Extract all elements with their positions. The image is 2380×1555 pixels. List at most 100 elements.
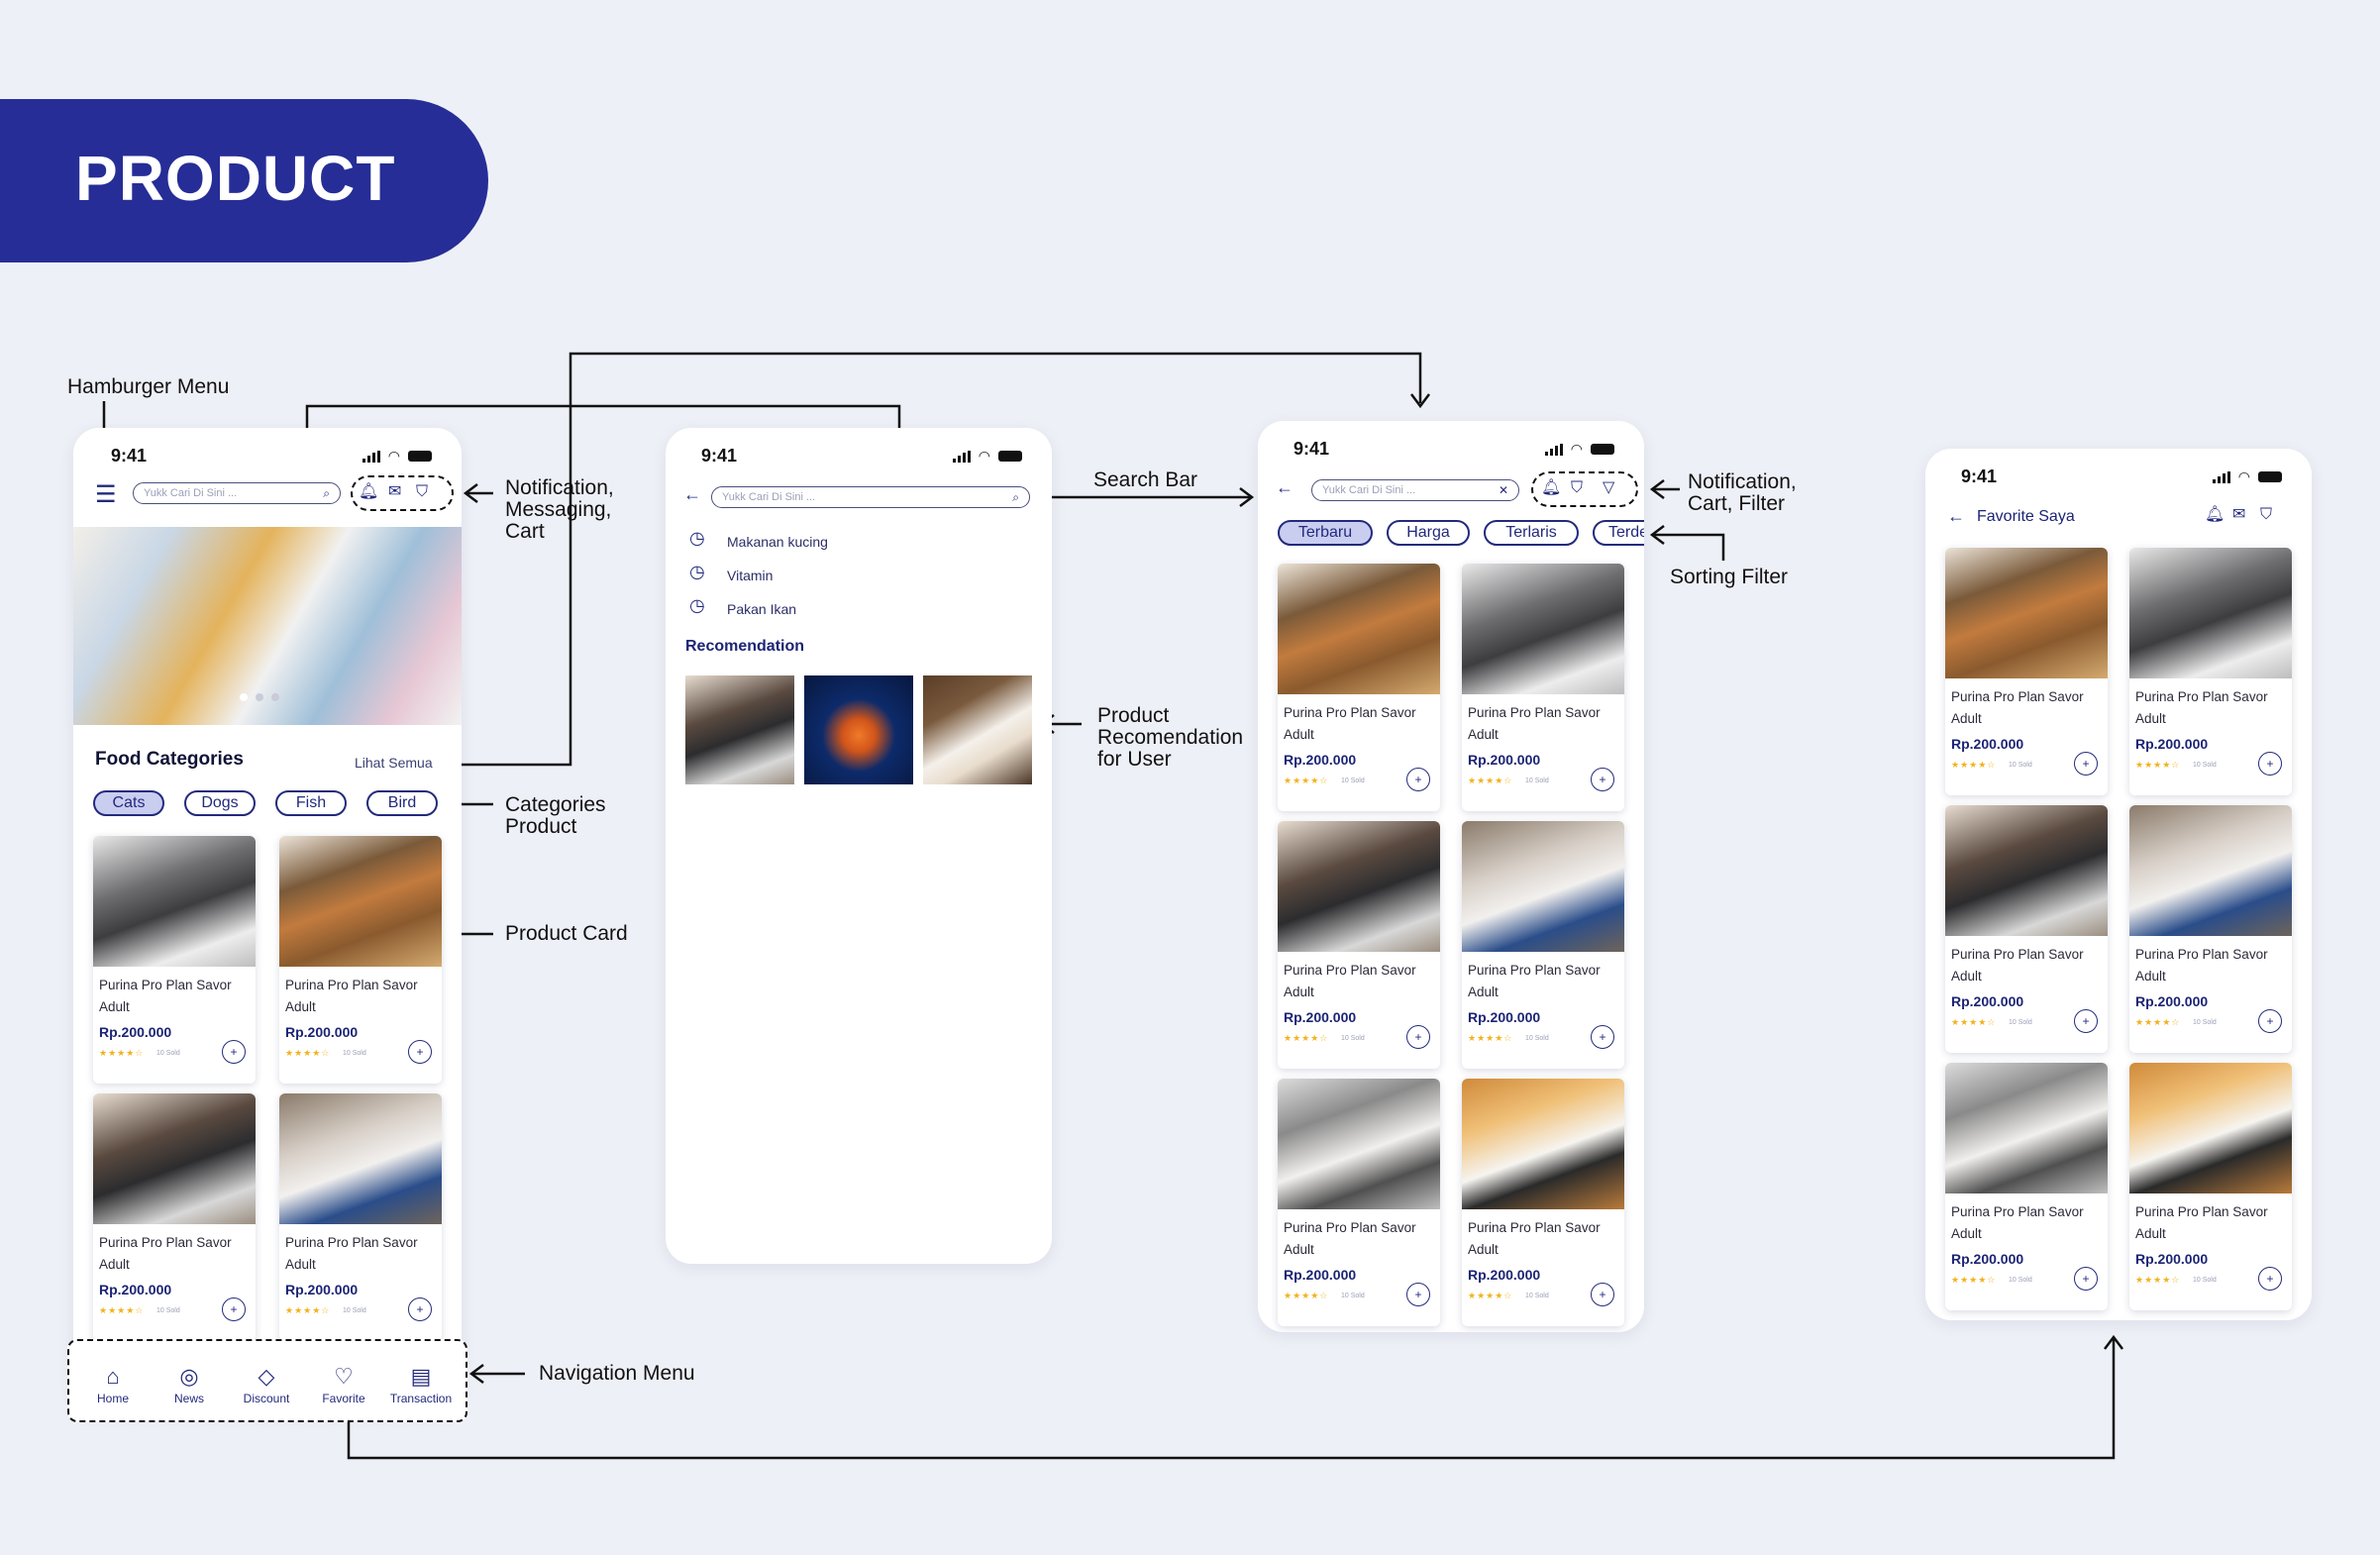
add-to-cart-icon[interactable]: + bbox=[1591, 1025, 1614, 1049]
bell-icon[interactable]: 🔔︎ bbox=[359, 483, 379, 500]
sort-chip-terdekat[interactable]: Terde bbox=[1593, 520, 1644, 546]
add-to-cart-icon[interactable]: + bbox=[1406, 768, 1430, 791]
add-to-cart-icon[interactable]: + bbox=[2258, 1267, 2282, 1291]
status-icons: ◠ bbox=[952, 448, 1022, 465]
nav-news[interactable]: ◎News bbox=[155, 1366, 224, 1406]
add-to-cart-icon[interactable]: + bbox=[1406, 1025, 1430, 1049]
search-input[interactable]: Yukk Cari Di Sini ... ✕ bbox=[1311, 479, 1519, 501]
sold-count: 10 Sold bbox=[156, 1307, 180, 1314]
sort-chip-terbaru[interactable]: Terbaru bbox=[1278, 520, 1373, 546]
history-item[interactable]: Makanan kucing bbox=[727, 534, 828, 550]
history-item[interactable]: Vitamin bbox=[727, 568, 774, 583]
category-chip-dogs[interactable]: Dogs bbox=[184, 790, 256, 816]
cart-icon[interactable]: ⛉ bbox=[1571, 479, 1584, 496]
history-clock-icon: ◷ bbox=[689, 528, 705, 548]
mail-icon[interactable]: ✉ bbox=[2232, 506, 2246, 523]
nav-home[interactable]: ⌂Home bbox=[78, 1366, 148, 1406]
add-to-cart-icon[interactable]: + bbox=[1406, 1283, 1430, 1306]
search-input[interactable]: Yukk Cari Di Sini ... ⌕ bbox=[711, 486, 1030, 508]
signal-icon bbox=[2212, 470, 2230, 483]
cart-icon[interactable]: ⛉ bbox=[416, 483, 429, 500]
product-image bbox=[1278, 1079, 1440, 1209]
add-to-cart-icon[interactable]: + bbox=[2074, 1009, 2098, 1033]
sold-count: 10 Sold bbox=[2193, 1019, 2217, 1026]
product-image bbox=[1945, 1063, 2108, 1193]
sort-chip-terlaris[interactable]: Terlaris bbox=[1484, 520, 1579, 546]
add-to-cart-icon[interactable]: + bbox=[408, 1297, 432, 1321]
product-image bbox=[2129, 805, 2292, 936]
recommendation-image[interactable] bbox=[804, 675, 913, 784]
add-to-cart-icon[interactable]: + bbox=[1591, 1283, 1614, 1306]
product-price: Rp.200.000 bbox=[2135, 736, 2209, 752]
recommendation-image[interactable] bbox=[923, 675, 1032, 784]
nav-favorite[interactable]: ♡Favorite bbox=[309, 1364, 378, 1406]
add-to-cart-icon[interactable]: + bbox=[1591, 768, 1614, 791]
annotation-search-bar: Search Bar bbox=[1093, 468, 1198, 491]
status-icons: ◠ bbox=[1544, 441, 1614, 458]
annotation-hamburger: Hamburger Menu bbox=[67, 375, 230, 398]
add-to-cart-icon[interactable]: + bbox=[408, 1040, 432, 1064]
sold-count: 10 Sold bbox=[2009, 762, 2032, 769]
rating-stars: ★★★★☆ bbox=[1468, 776, 1513, 785]
status-time: 9:41 bbox=[1961, 466, 1998, 486]
filter-icon[interactable]: ▽ bbox=[1603, 479, 1615, 496]
recommendation-image[interactable] bbox=[685, 675, 794, 784]
status-time: 9:41 bbox=[111, 446, 148, 466]
bell-icon[interactable]: 🔔︎ bbox=[1541, 479, 1562, 496]
back-arrow-icon[interactable]: ← bbox=[1276, 477, 1293, 497]
product-price: Rp.200.000 bbox=[1284, 1267, 1357, 1283]
mail-icon[interactable]: ✉ bbox=[388, 483, 402, 500]
add-to-cart-icon[interactable]: + bbox=[222, 1297, 246, 1321]
add-to-cart-icon[interactable]: + bbox=[2074, 1267, 2098, 1291]
sort-chip-harga[interactable]: Harga bbox=[1387, 520, 1470, 546]
clear-icon[interactable]: ✕ bbox=[1498, 483, 1508, 497]
product-price: Rp.200.000 bbox=[2135, 993, 2209, 1009]
see-all-link[interactable]: Lihat Semua bbox=[355, 755, 433, 771]
product-price: Rp.200.000 bbox=[1951, 736, 2024, 752]
add-to-cart-icon[interactable]: + bbox=[2258, 752, 2282, 776]
hero-banner-image[interactable] bbox=[73, 527, 462, 725]
history-item[interactable]: Pakan Ikan bbox=[727, 601, 797, 617]
nav-discount[interactable]: ◇Discount bbox=[232, 1366, 301, 1406]
add-to-cart-icon[interactable]: + bbox=[2074, 752, 2098, 776]
search-input[interactable]: Yukk Cari Di Sini ... ⌕ bbox=[133, 482, 341, 504]
add-to-cart-icon[interactable]: + bbox=[2258, 1009, 2282, 1033]
add-to-cart-icon[interactable]: + bbox=[222, 1040, 246, 1064]
carousel-dots[interactable] bbox=[240, 693, 279, 701]
heart-icon: ♡ bbox=[334, 1364, 354, 1389]
category-chip-fish[interactable]: Fish bbox=[275, 790, 347, 816]
cart-icon[interactable]: ⛉ bbox=[2260, 506, 2273, 523]
rating-stars: ★★★★☆ bbox=[2135, 760, 2181, 770]
category-chip-bird[interactable]: Bird bbox=[366, 790, 438, 816]
product-price: Rp.200.000 bbox=[285, 1024, 359, 1040]
back-arrow-icon[interactable]: ← bbox=[683, 484, 701, 504]
home-screen: 9:41 ◠ ☰ Yukk Cari Di Sini ... ⌕ 🔔︎ ✉ ⛉ … bbox=[73, 428, 462, 1412]
product-image bbox=[93, 836, 256, 967]
bell-icon[interactable]: 🔔︎ bbox=[2205, 506, 2225, 523]
hamburger-menu-icon[interactable]: ☰ bbox=[95, 481, 117, 508]
nav-transaction[interactable]: ▤Transaction bbox=[386, 1366, 456, 1406]
back-arrow-icon[interactable]: ← bbox=[1947, 506, 1965, 526]
category-chip-cats[interactable]: Cats bbox=[93, 790, 164, 816]
